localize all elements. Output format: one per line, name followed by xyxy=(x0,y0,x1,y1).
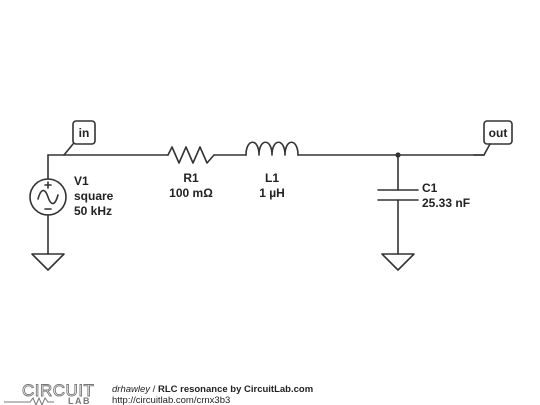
footer-url: http://circuitlab.com/crnx3b3 xyxy=(112,395,230,405)
r1-value-label: 100 mΩ xyxy=(169,186,213,200)
footer-author: drhawley xyxy=(112,384,151,395)
l1-value-label: 1 µH xyxy=(259,186,285,200)
ground-v1-symbol xyxy=(31,253,65,271)
r1-ref-label: R1 xyxy=(183,171,199,185)
net-label-in: in xyxy=(79,126,90,140)
net-label-in-box xyxy=(72,120,96,145)
capacitor-c1-symbol xyxy=(377,189,419,201)
logo-text-circuit: CIRCUIT xyxy=(22,381,94,400)
net-label-out-box xyxy=(483,120,513,145)
v1-freq-label: 50 kHz xyxy=(74,204,112,218)
l1-ref-label: L1 xyxy=(265,171,279,185)
voltage-source-symbol xyxy=(29,178,67,216)
footer-separator: / xyxy=(150,384,158,395)
net-label-out-leader xyxy=(473,143,491,156)
inductor-l1-symbol xyxy=(245,141,299,156)
ground-c1-symbol xyxy=(381,253,415,271)
logo-resistor-icon xyxy=(4,396,54,405)
logo-text-lab: LAB xyxy=(68,396,91,405)
resistor-r1-symbol xyxy=(167,146,215,164)
net-label-out: out xyxy=(489,126,508,140)
c1-ref-label: C1 xyxy=(422,181,438,195)
v1-ref-label: V1 xyxy=(74,174,89,188)
v1-type-label: square xyxy=(74,189,114,203)
circuitlab-logo: CIRCUIT LAB xyxy=(4,381,94,405)
c1-value-label: 25.33 nF xyxy=(422,196,470,210)
net-label-in-leader xyxy=(63,143,74,156)
footer-line: drhawley / RLC resonance by CircuitLab.c… xyxy=(112,384,313,395)
footer-title: RLC resonance by CircuitLab.com xyxy=(158,384,313,395)
